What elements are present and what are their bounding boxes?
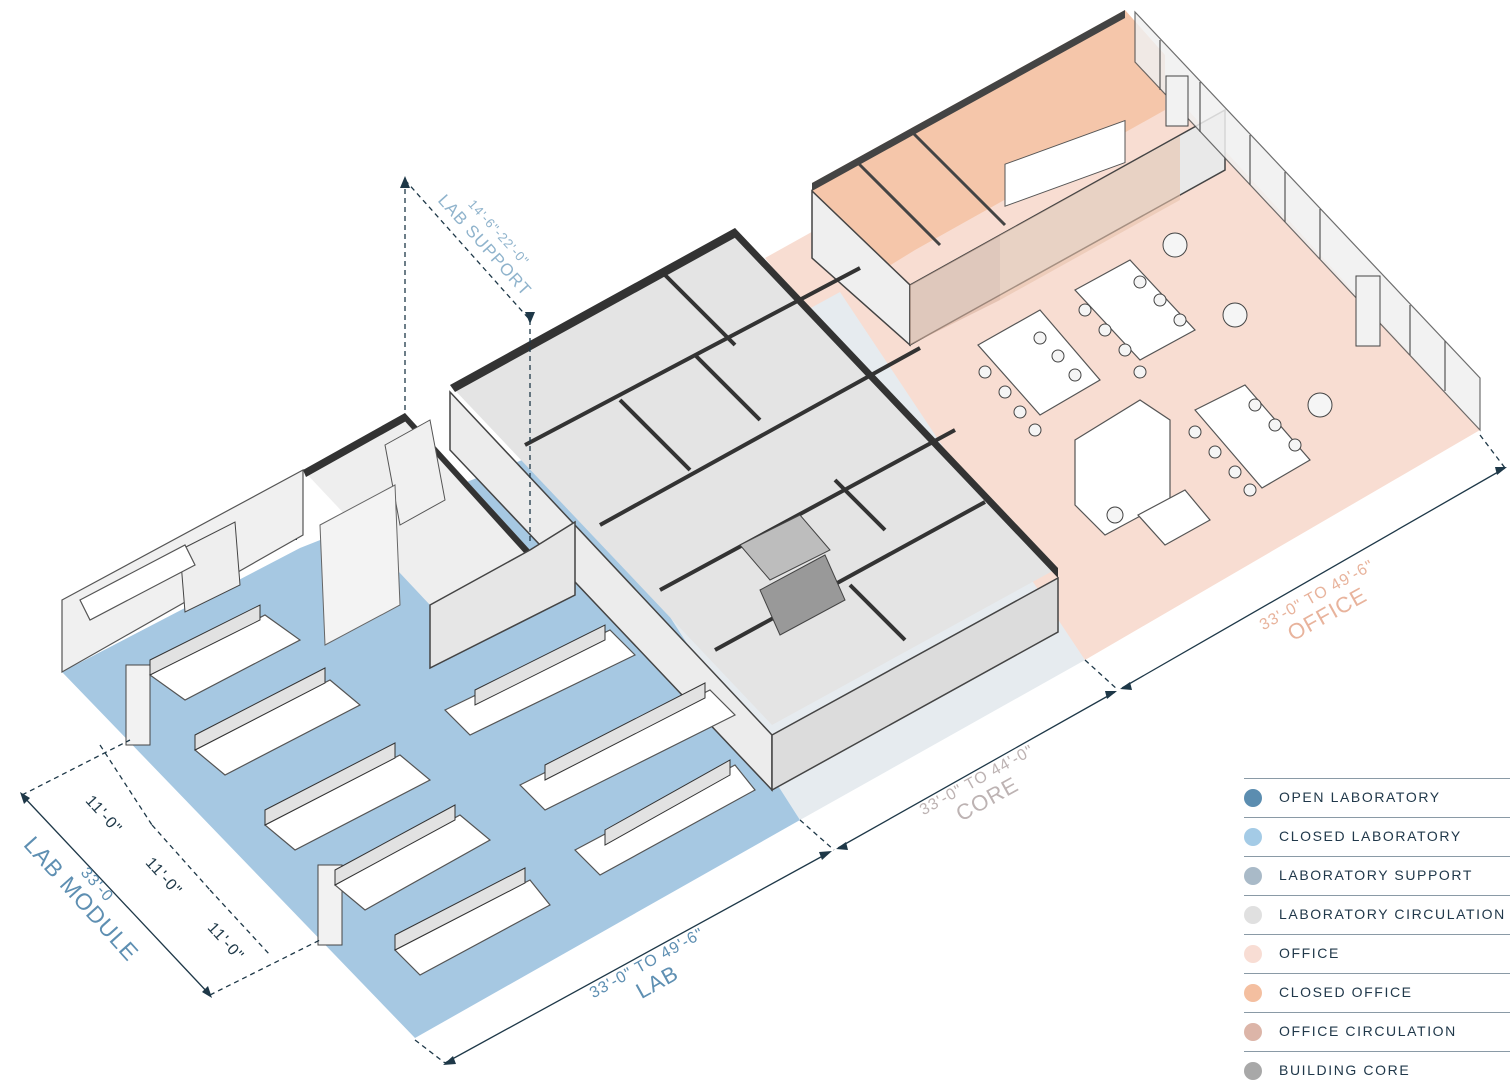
lab-column (125, 664, 151, 746)
legend-item-laboratory-support: LABORATORY SUPPORT (1244, 856, 1510, 895)
legend-item-closed-office: CLOSED OFFICE (1244, 973, 1510, 1012)
legend-swatch (1244, 906, 1262, 924)
legend-item-office-circulation: OFFICE CIRCULATION (1244, 1012, 1510, 1051)
legend-swatch (1244, 1023, 1262, 1041)
office-chairs (978, 232, 1333, 524)
lab-fume-hood (179, 521, 241, 613)
legend-item-laboratory-circulation: LABORATORY CIRCULATION (1244, 895, 1510, 934)
legend-item-building-core: BUILDING CORE (1244, 1051, 1510, 1090)
lab-module-sub-1: 11'-0" (82, 792, 125, 837)
legend-label: BUILDING CORE (1279, 1062, 1411, 1078)
legend-label: OPEN LABORATORY (1279, 789, 1441, 805)
legend-swatch (1244, 828, 1262, 846)
dimension-lines (21, 179, 1506, 1064)
lab-support-block (275, 413, 576, 670)
legend-swatch (1244, 867, 1262, 885)
lab-benches (79, 544, 756, 976)
legend-swatch (1244, 789, 1262, 807)
legend-label: OFFICE (1279, 945, 1340, 961)
legend-label: CLOSED OFFICE (1279, 984, 1413, 1000)
legend-label: CLOSED LABORATORY (1279, 828, 1462, 844)
dimension-arrowheads (20, 176, 1507, 1065)
legend-swatch (1244, 945, 1262, 963)
lab-module-sub-2: 11'-0" (142, 854, 185, 899)
legend-label: OFFICE CIRCULATION (1279, 1023, 1457, 1039)
lab-module-sub-3: 11'-0" (204, 919, 247, 964)
legend: OPEN LABORATORY CLOSED LABORATORY LABORA… (1244, 778, 1510, 1090)
legend-label: LABORATORY CIRCULATION (1279, 906, 1506, 922)
legend-item-office: OFFICE (1244, 934, 1510, 973)
legend-item-open-laboratory: OPEN LABORATORY (1244, 778, 1510, 817)
office-column (1355, 275, 1381, 347)
legend-item-closed-laboratory: CLOSED LABORATORY (1244, 817, 1510, 856)
lab-shelving (149, 604, 731, 951)
legend-label: LABORATORY SUPPORT (1279, 867, 1474, 883)
lab-module-label: LAB MODULE (19, 831, 144, 966)
legend-swatch (1244, 1062, 1262, 1080)
closed-office-block (811, 10, 1226, 347)
stair-icon (739, 514, 846, 636)
legend-swatch (1244, 984, 1262, 1002)
office-column (1165, 75, 1189, 127)
office-workstations (977, 259, 1311, 546)
office-curtain-wall (1134, 10, 1481, 432)
